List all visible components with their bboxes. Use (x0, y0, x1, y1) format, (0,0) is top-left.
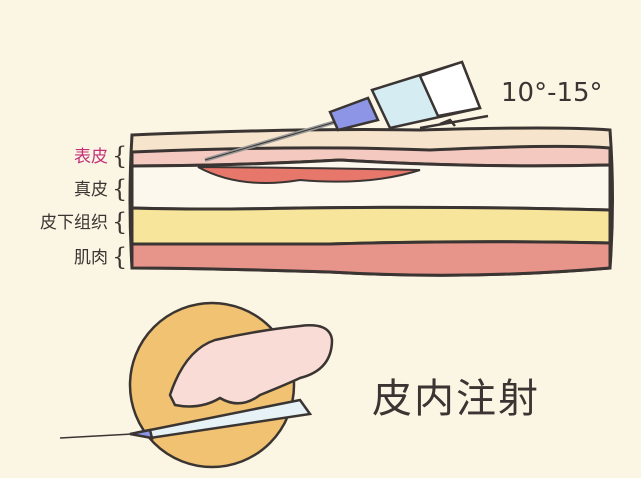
skin-block (128, 126, 614, 277)
brace-dermis: { (112, 175, 128, 203)
brace-epidermis: { (112, 142, 128, 170)
brace-muscle: { (112, 243, 128, 271)
layer-label-subcutaneous: 皮下组织 (40, 213, 108, 233)
layer-label-epidermis: 表皮 (74, 147, 108, 167)
angle-label: 10°-15° (501, 78, 603, 108)
layer-label-dermis: 真皮 (74, 180, 108, 200)
layer-label-muscle: 肌肉 (74, 248, 108, 268)
brace-subcutaneous: { (112, 208, 128, 236)
diagram-title: 皮内注射 (372, 376, 540, 422)
syringe-top (204, 60, 489, 162)
hand-illustration (59, 301, 334, 469)
